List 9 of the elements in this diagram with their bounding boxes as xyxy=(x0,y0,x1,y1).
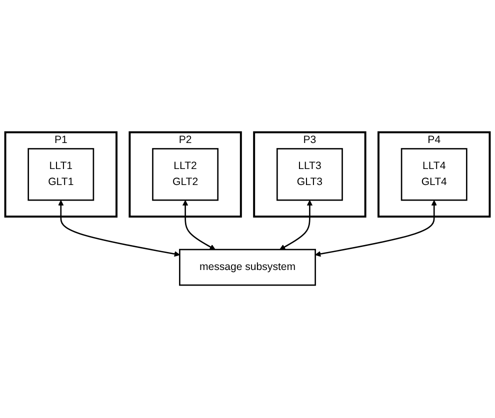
arrow xyxy=(58,200,180,258)
node-box: LLT4 GLT4 xyxy=(400,148,468,202)
arrow xyxy=(182,200,216,250)
node-box: LLT1 GLT1 xyxy=(28,148,94,202)
node-box: LLT2 GLT2 xyxy=(152,148,218,202)
arrow xyxy=(280,200,313,250)
arrow xyxy=(315,200,437,258)
node-box: message subsystem xyxy=(179,249,316,286)
node-box: LLT3 GLT3 xyxy=(276,148,343,202)
